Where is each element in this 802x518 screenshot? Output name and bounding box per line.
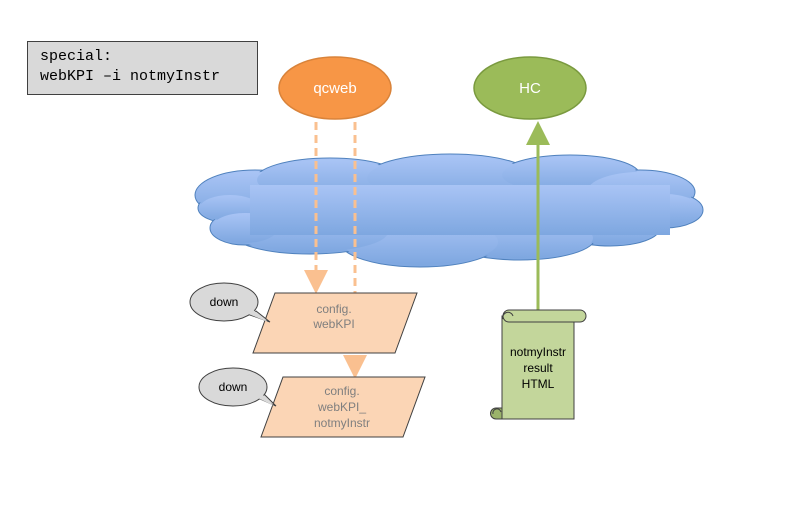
hc-node: HC (473, 56, 587, 120)
note-line-1: special: (40, 48, 113, 65)
down-callout-1: down (189, 282, 271, 323)
note-line-2: webKPI –i notmyInstr (40, 68, 221, 85)
config-notmyinstr-line-1: config. (324, 384, 359, 398)
result-line-3: HTML (522, 377, 555, 391)
result-line-2: result (523, 361, 553, 375)
down-callout-1-label: down (210, 295, 239, 309)
config-webkpi-line-1: config. (316, 302, 351, 316)
config-webkpi-line-2: webKPI (312, 317, 354, 331)
hc-label: HC (519, 80, 541, 97)
result-line-1: notmyInstr (510, 345, 566, 359)
config-webkpi-notmyinstr-shape: config. webKPI_ notmyInstr (260, 376, 426, 438)
qcweb-node: qcweb (278, 56, 392, 120)
config-webkpi-shape: config. webKPI (252, 292, 418, 354)
result-html-scroll: notmyInstr result HTML (490, 309, 587, 420)
config-notmyinstr-line-3: notmyInstr (314, 416, 370, 430)
config-notmyinstr-line-2: webKPI_ (317, 400, 366, 414)
network-cloud (194, 153, 704, 268)
down-callout-2-label: down (219, 380, 248, 394)
down-callout-2: down (198, 367, 277, 407)
note-box: special: webKPI –i notmyInstr (27, 41, 258, 95)
qcweb-label: qcweb (313, 80, 356, 97)
